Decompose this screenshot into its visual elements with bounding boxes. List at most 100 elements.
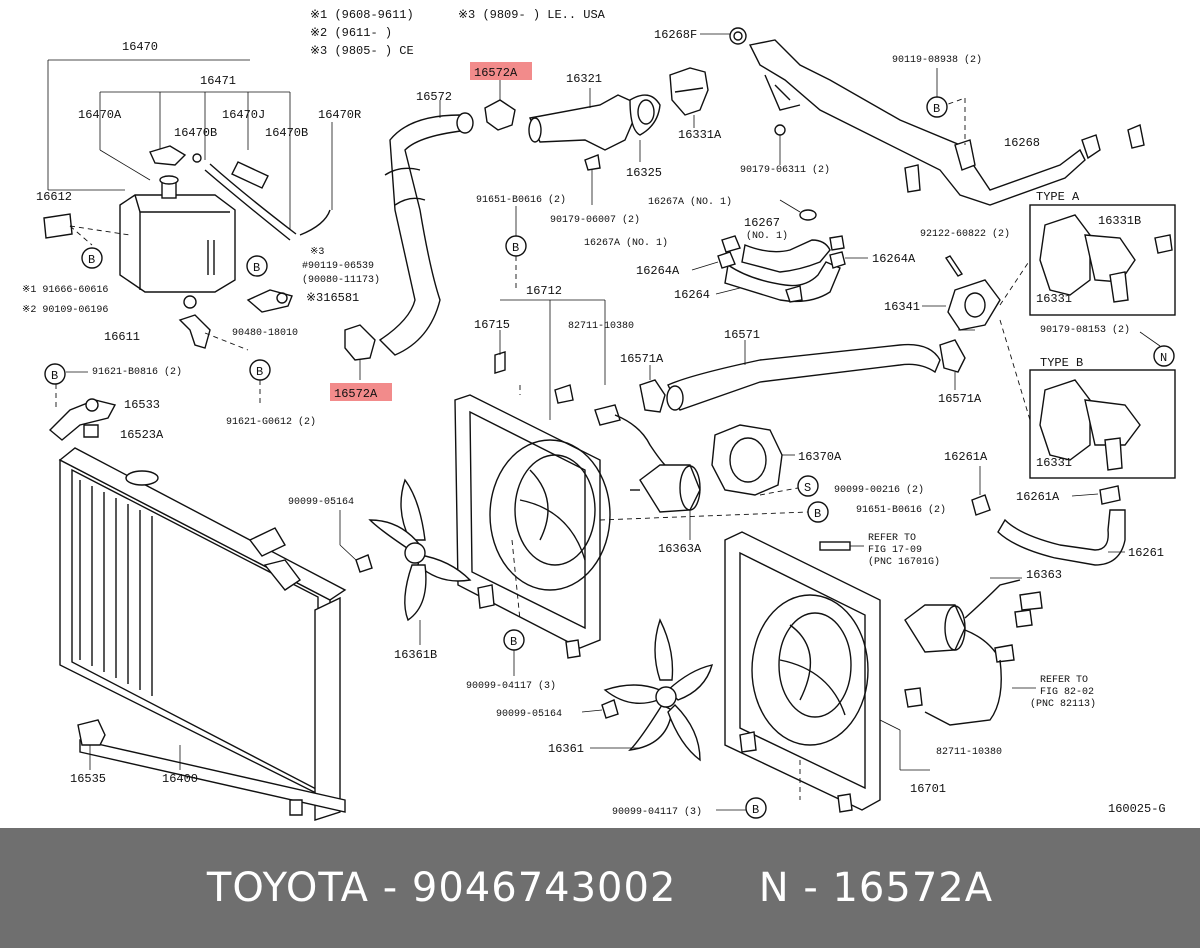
refer-marker	[819, 541, 851, 551]
label-16325: 16325	[626, 166, 662, 180]
svg-text:B: B	[512, 241, 519, 255]
label-refer-b-1: REFER TO	[1040, 675, 1088, 686]
callout-b-7: B	[807, 501, 829, 523]
label-16264A-1: 16264A	[636, 264, 680, 278]
label-316581: ※316581	[306, 291, 359, 305]
label-82711-10380-b: 82711-10380	[936, 747, 1002, 758]
part-number-caption: TOYOTA - 9046743002 N - 16572A	[206, 865, 994, 911]
part-footer-bar: TOYOTA - 9046743002 N - 16572A	[0, 828, 1200, 948]
parts-diagram: ※1 (9608-9611) ※2 (9611- ) ※3 (9805- ) C…	[22, 8, 1176, 821]
label-type-b: TYPE B	[1040, 356, 1083, 370]
label-16363: 16363	[1026, 568, 1062, 582]
upper-hose-16572	[378, 100, 474, 356]
label-refer-b-3: (PNC 82113)	[1030, 698, 1096, 710]
label-16572: 16572	[416, 90, 452, 104]
label-16612: 16612	[36, 190, 72, 204]
reservoir-group	[43, 59, 333, 351]
svg-text:B: B	[814, 507, 821, 521]
label-90099-05164-b: 90099-05164	[496, 709, 562, 720]
svg-text:B: B	[88, 253, 95, 267]
label-16268F: 16268F	[654, 28, 697, 42]
note-1: ※1 (9608-9611)	[310, 8, 414, 22]
note-3: ※3 (9805- ) CE	[310, 44, 414, 58]
nut-90099-05164-b	[581, 699, 619, 719]
thermostat-16331A	[669, 67, 709, 128]
bypass-hose-16267	[721, 199, 845, 273]
label-16321: 16321	[566, 72, 602, 86]
label-type-a: TYPE A	[1036, 190, 1080, 204]
label-90179-06007: 90179-06007 (2)	[550, 214, 640, 226]
label-16261A-2: 16261A	[1016, 490, 1060, 504]
fan-blade-16361	[603, 618, 713, 762]
label-refer-a-3: (PNC 16701G)	[868, 556, 940, 568]
label-91621-B0816: 91621-B0816 (2)	[92, 366, 182, 378]
fan-shroud-16712	[454, 299, 611, 659]
svg-text:N: N	[1160, 351, 1167, 365]
label-16267A-2: 16267A (NO. 1)	[584, 237, 668, 249]
label-90109-06196: ※2 90109-06196	[22, 305, 108, 316]
heater-hose-16261	[971, 466, 1126, 566]
label-16268: 16268	[1004, 136, 1040, 150]
label-16331-a: 16331	[1036, 292, 1072, 306]
fan-blade-16361B	[368, 478, 472, 645]
note-4: ※3 (9809- ) LE.. USA	[458, 8, 606, 22]
label-note3-small: ※3	[310, 247, 324, 258]
label-16261A-1: 16261A	[944, 450, 988, 464]
svg-text:S: S	[804, 481, 811, 495]
label-16331-b: 16331	[1036, 456, 1072, 470]
label-90179-08153: 90179-08153 (2)	[1040, 324, 1130, 336]
callout-b-5: B	[926, 96, 948, 118]
label-16363A: 16363A	[658, 542, 702, 556]
label-16470R: 16470R	[318, 108, 361, 122]
note-2: ※2 (9611- )	[310, 26, 392, 40]
callout-b-9: B	[745, 797, 767, 819]
label-16533: 16533	[124, 398, 160, 412]
hose-clamp-16572A-lower	[344, 324, 376, 380]
fan-shroud-16701	[724, 531, 930, 813]
label-16361B: 16361B	[394, 648, 437, 662]
bypass-hose-16264	[717, 251, 846, 303]
label-90119-06539: #90119-06539	[302, 261, 374, 272]
label-90099-04117-b: 90099-04117 (3)	[612, 806, 702, 818]
label-16571A-2: 16571A	[938, 392, 982, 406]
motor-cover-16370A	[711, 424, 795, 496]
label-91666-60616: ※1 91666-60616	[22, 285, 108, 296]
label-90179-06311: 90179-06311 (2)	[740, 164, 830, 176]
label-16267: 16267	[744, 216, 780, 230]
gasket-16268F	[700, 27, 747, 45]
svg-text:B: B	[933, 102, 940, 116]
label-90119-08938: 90119-08938 (2)	[892, 54, 982, 66]
label-82711-10380-a: 82711-10380	[568, 321, 634, 332]
figure-number: 160025-G	[1108, 802, 1166, 816]
label-16572A-highlighted-1: 16572A	[474, 66, 518, 80]
highlight-box-1	[470, 62, 532, 80]
label-90080-11173: (90080-11173)	[302, 274, 380, 286]
hose-clamp-16572A-upper	[484, 80, 516, 131]
stud-92122	[944, 255, 964, 277]
callout-b-8: B	[503, 629, 525, 651]
bracket-16533	[48, 384, 117, 441]
label-16470J: 16470J	[222, 108, 265, 122]
label-16264: 16264	[674, 288, 710, 302]
label-refer-b-2: FIG 82-02	[1040, 687, 1094, 698]
label-16470A: 16470A	[78, 108, 122, 122]
highlight-box-2	[330, 383, 392, 401]
callout-b-4: B	[249, 359, 271, 381]
label-16535: 16535	[70, 772, 106, 786]
label-90099-04117-a: 90099-04117 (3)	[466, 680, 556, 692]
label-16331A: 16331A	[678, 128, 722, 142]
label-90480-18010: 90480-18010	[232, 328, 298, 339]
label-16261: 16261	[1128, 546, 1164, 560]
label-16712: 16712	[526, 284, 562, 298]
callout-b-6: B	[505, 235, 527, 257]
drain-plug-16535	[77, 719, 106, 770]
label-16470: 16470	[122, 40, 158, 54]
label-16572A-highlighted-2: 16572A	[334, 387, 378, 401]
label-16571: 16571	[724, 328, 760, 342]
label-16370A: 16370A	[798, 450, 842, 464]
label-16470B-1: 16470B	[174, 126, 217, 140]
callout-s: S	[797, 475, 819, 497]
label-91621-G0612: 91621-G0612 (2)	[226, 416, 316, 428]
gasket-16341	[922, 279, 1001, 331]
label-16523A: 16523A	[120, 428, 164, 442]
